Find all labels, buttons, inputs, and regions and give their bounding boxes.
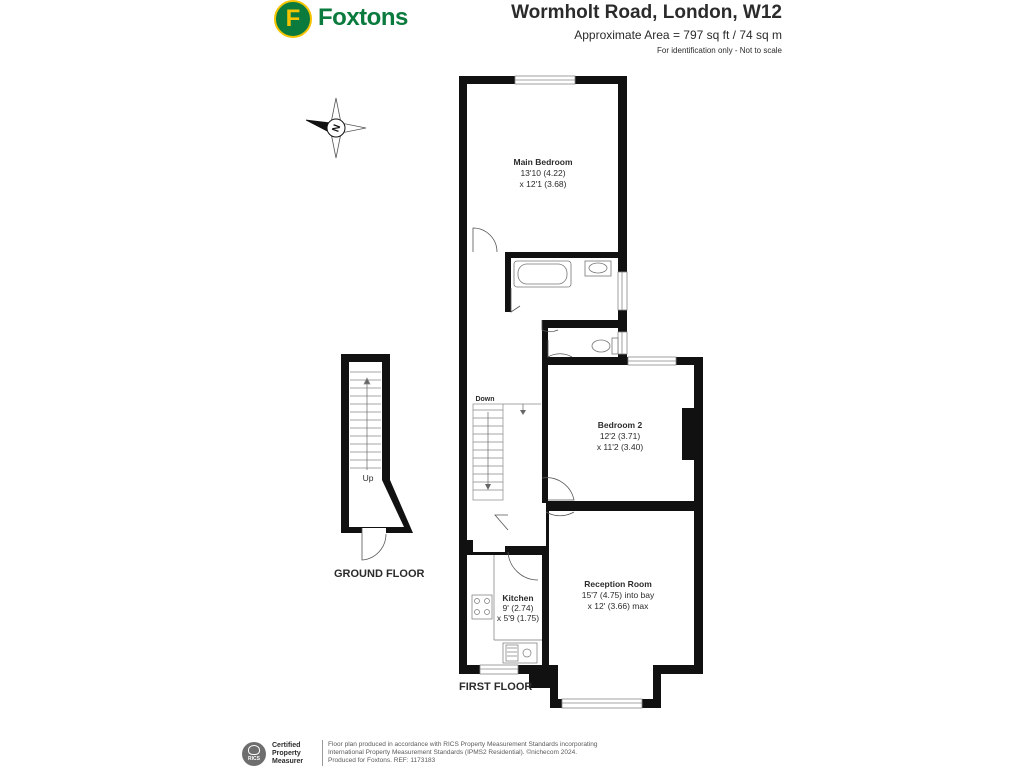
- chimney-breast: [682, 408, 694, 460]
- approximate-area: Approximate Area = 797 sq ft / 74 sq m: [574, 28, 782, 42]
- foxtons-logo: F Foxtons: [274, 0, 408, 40]
- main-bedroom-dim1: 13'10 (4.22): [520, 168, 565, 178]
- rics-line-2: Property: [272, 750, 301, 757]
- stairs-down-label: Down: [475, 396, 494, 403]
- rics-line-1: Certified: [272, 742, 301, 749]
- property-address: Wormholt Road, London, W12: [511, 2, 782, 23]
- first-floor-stairs: [472, 403, 541, 501]
- bedroom2-dim2: x 11'2 (3.40): [597, 442, 644, 452]
- main-bedroom-dim2: x 12'1 (3.68): [520, 179, 567, 189]
- footer-disclaimer: Floor plan produced in accordance with R…: [328, 741, 598, 765]
- footer-line-3: Produced for Foxtons. REF: 1173183: [328, 757, 436, 764]
- reception-dim2: x 12' (3.66) max: [588, 601, 649, 611]
- footer-divider: [322, 740, 323, 766]
- doors: [472, 227, 575, 581]
- reception-name: Reception Room: [584, 579, 652, 589]
- footer-line-2: International Property Measurement Stand…: [328, 749, 578, 756]
- room-kitchen: Kitchen 9' (2.74) x 5'9 (1.75): [497, 593, 539, 623]
- first-floor-label: FIRST FLOOR: [459, 681, 533, 693]
- rics-logo: RICS Certified Property Measurer: [242, 740, 322, 768]
- ground-floor-label: GROUND FLOOR: [334, 568, 425, 580]
- footer-line-1: Floor plan produced in accordance with R…: [328, 741, 598, 748]
- rics-line-3: Measurer: [272, 758, 304, 765]
- compass-rose-icon: N: [305, 97, 367, 159]
- bedroom2-dim1: 12'2 (3.71): [600, 431, 641, 441]
- rics-icon: RICS: [242, 742, 266, 766]
- foxtons-badge-icon: F: [274, 0, 312, 38]
- bathroom-fixtures: [513, 260, 619, 355]
- reception-dim1: 15'7 (4.75) into bay: [582, 590, 655, 600]
- rics-abbr: RICS: [248, 756, 260, 762]
- ground-floor-plan: [341, 354, 413, 561]
- compass-letter: N: [331, 123, 344, 134]
- kitchen-dim1: 9' (2.74): [503, 603, 534, 613]
- main-bedroom-name: Main Bedroom: [513, 157, 572, 167]
- logo-wordmark: Foxtons: [318, 4, 408, 31]
- room-bedroom-2: Bedroom 2 12'2 (3.71) x 11'2 (3.40): [597, 420, 644, 452]
- kitchen-dim2: x 5'9 (1.75): [497, 613, 539, 623]
- bedroom2-name: Bedroom 2: [598, 420, 643, 430]
- stairs-up-label: Up: [363, 473, 374, 483]
- kitchen-name: Kitchen: [502, 593, 533, 603]
- room-main-bedroom: Main Bedroom 13'10 (4.22) x 12'1 (3.68): [513, 157, 572, 189]
- ground-entrance-door: [361, 528, 387, 561]
- first-floor-plan: [459, 76, 703, 708]
- ground-stairs: [350, 371, 381, 470]
- rics-certified-text: Certified Property Measurer: [272, 742, 303, 766]
- kitchen-fittings: [471, 555, 542, 664]
- room-reception: Reception Room 15'7 (4.75) into bay x 12…: [582, 579, 655, 611]
- identification-note: For identification only - Not to scale: [657, 46, 782, 55]
- logo-initial: F: [285, 5, 301, 32]
- windows: [479, 75, 677, 709]
